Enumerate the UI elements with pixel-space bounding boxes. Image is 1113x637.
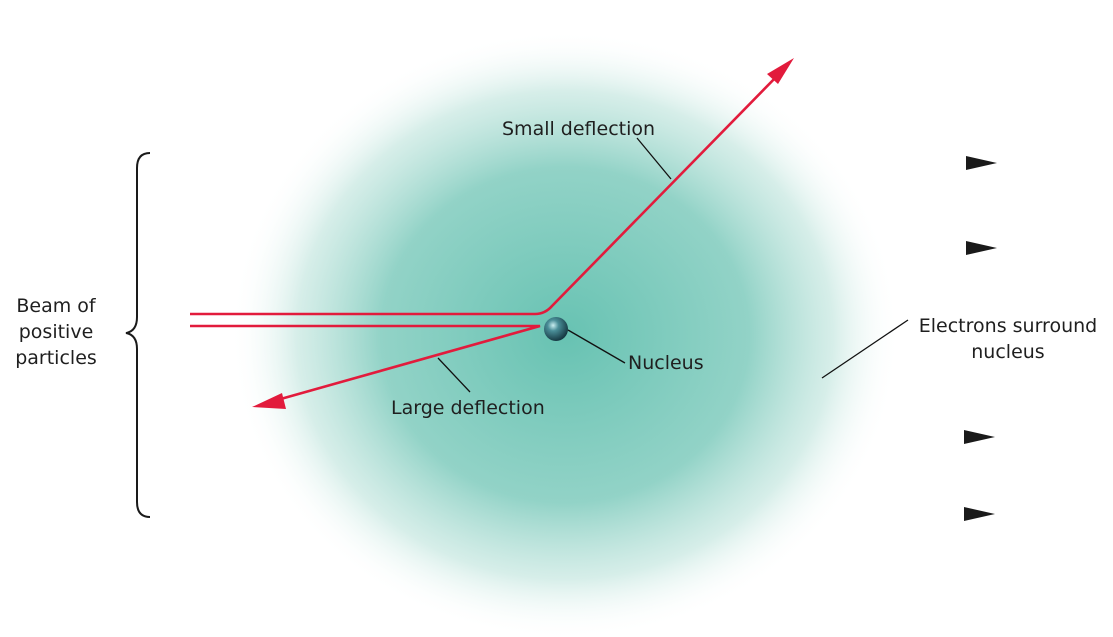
electrons-leader [821, 319, 909, 379]
beam-arrowhead-4 [964, 507, 995, 521]
nucleus-leader [567, 329, 626, 364]
beam-arrowhead-3 [964, 430, 995, 444]
large-deflection-label: Large deflection [391, 397, 545, 419]
undeflected-beams [150, 156, 997, 521]
nucleus-sphere [544, 317, 568, 341]
beam-label-line-3: particles [15, 347, 97, 369]
small-deflection-leader [636, 137, 672, 180]
small-deflection-label: Small deflection [502, 118, 655, 140]
small-deflection-arrowhead [767, 58, 794, 84]
nucleus-label: Nucleus [628, 352, 704, 374]
beam-arrowhead-2 [966, 241, 997, 255]
beam-label-line-2: positive [19, 321, 94, 343]
large-deflection-leader [437, 357, 471, 393]
beam-bracket [125, 152, 151, 518]
large-deflection-arrowhead [252, 393, 286, 409]
electrons-label-line-1: Electrons surround [919, 315, 1097, 337]
beam-arrowhead-1 [966, 156, 997, 170]
small-deflection-path [190, 71, 782, 316]
beam-label-line-1: Beam of [16, 295, 97, 317]
deflected-paths [190, 58, 794, 409]
electrons-label-line-2: nucleus [971, 341, 1044, 363]
